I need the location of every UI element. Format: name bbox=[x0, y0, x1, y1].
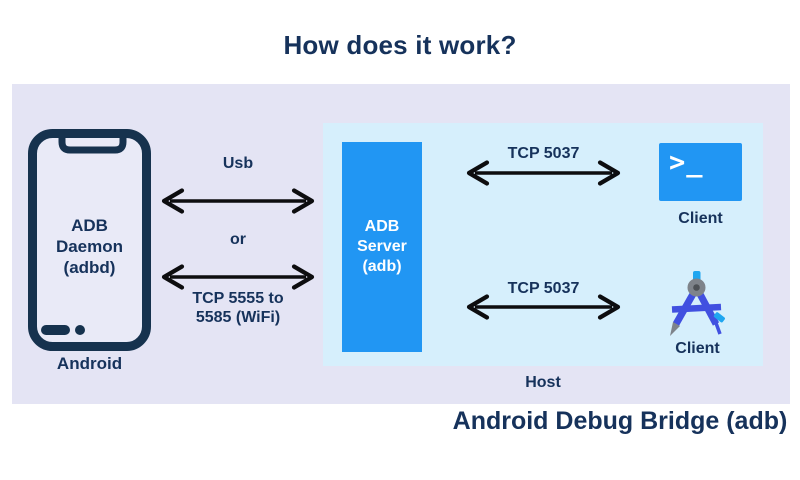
tcp-5037-bottom-label: TCP 5037 bbox=[507, 280, 580, 297]
tcp-wifi-label: TCP 5555 to 5585 (WiFi) bbox=[150, 289, 326, 327]
android-caption: Android bbox=[56, 354, 123, 373]
host-caption: Host bbox=[525, 374, 561, 391]
adb-server-line3: (adb) bbox=[362, 258, 402, 275]
tcp-5037-top-arrow bbox=[466, 160, 621, 186]
page-title: How does it work? bbox=[283, 30, 517, 60]
tcp-wifi-line2: 5585 (WiFi) bbox=[195, 309, 281, 326]
tcp-5037-top-label: TCP 5037 bbox=[507, 145, 580, 162]
usb-arrow bbox=[161, 188, 315, 214]
usb-label: Usb bbox=[222, 155, 254, 172]
terminal-client-label: Client bbox=[678, 210, 723, 227]
footer-title: Android Debug Bridge (adb) bbox=[452, 407, 788, 435]
android-studio-icon bbox=[670, 271, 725, 336]
tcp-5037-bottom-arrow bbox=[466, 294, 621, 320]
adb-daemon-line1: ADB Daemon bbox=[55, 216, 124, 256]
tcp-wifi-line1: TCP 5555 to bbox=[192, 290, 284, 307]
phone-icon bbox=[28, 129, 151, 351]
adb-daemon-line2: (adbd) bbox=[63, 258, 116, 277]
adb-server-line1: ADB bbox=[364, 218, 400, 235]
or-label: or bbox=[230, 231, 246, 248]
adb-server-line2: Server bbox=[357, 238, 407, 255]
adb-daemon-label: ADB Daemon (adbd) bbox=[36, 215, 143, 278]
studio-client-label: Client bbox=[675, 340, 720, 357]
terminal-glyph: >_ bbox=[669, 147, 704, 178]
adb-server-box: ADB Server (adb) bbox=[342, 142, 422, 352]
terminal-icon: >_ bbox=[659, 143, 742, 201]
tcp-wifi-arrow bbox=[161, 264, 315, 290]
